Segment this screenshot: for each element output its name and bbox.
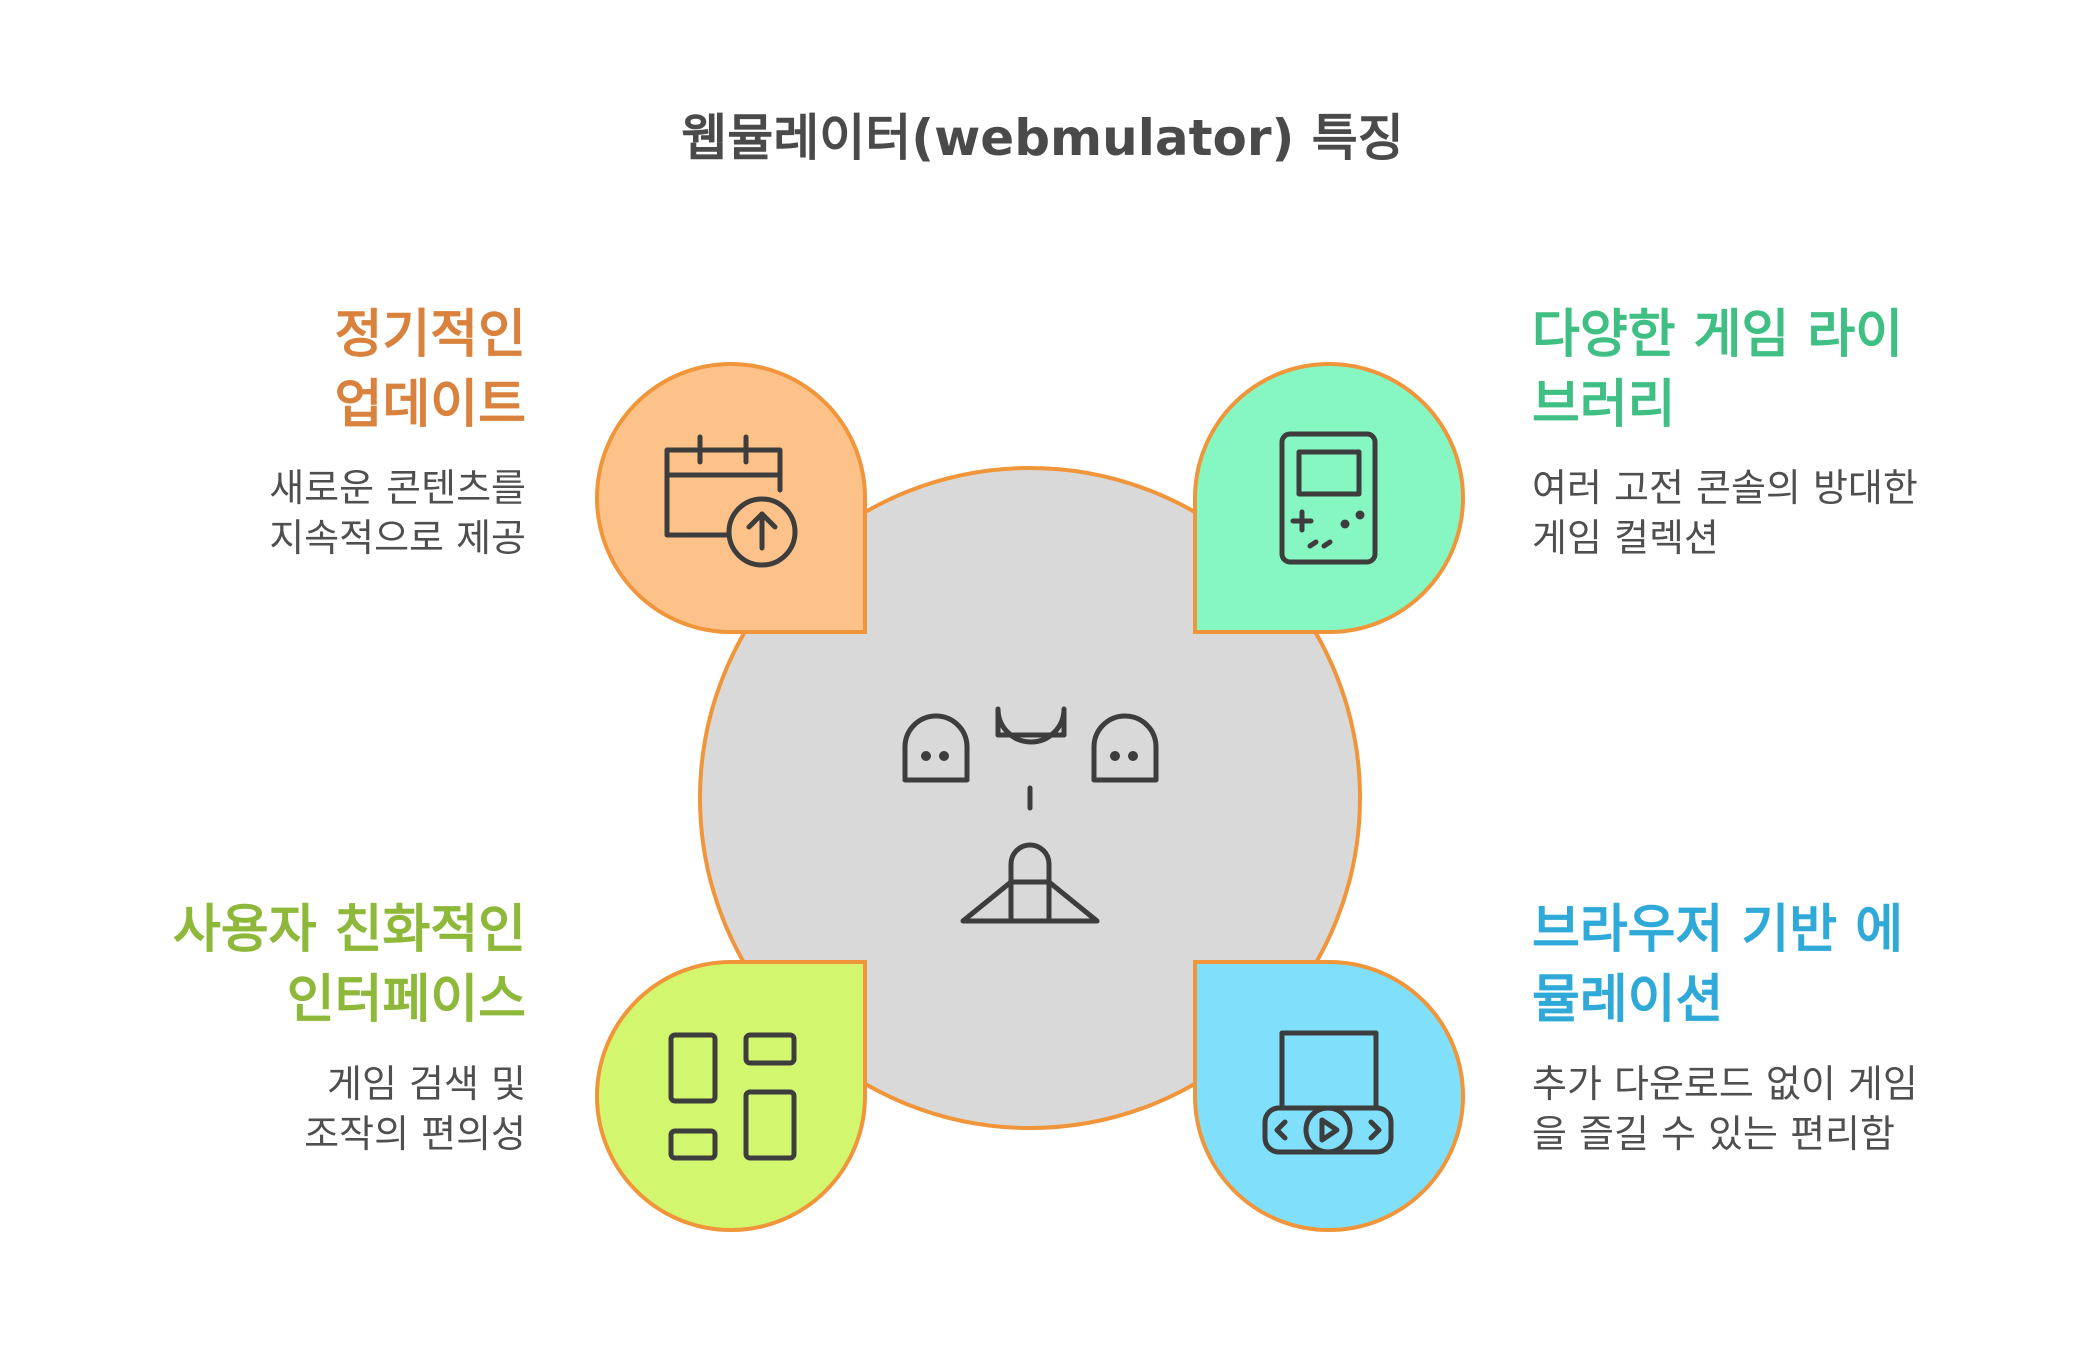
calendar-upload-icon [664, 434, 798, 568]
updates-description: 새로운 콘텐츠를 지속적으로 제공 [269, 466, 526, 560]
handheld-console-icon [1279, 431, 1378, 565]
interface-description: 게임 검색 및 조작의 편의성 [304, 1062, 526, 1156]
interface-title: 사용자 친화적인 인터페이스 [173, 900, 526, 1030]
library-title: 다양한 게임 라이 브러리 [1532, 305, 1904, 435]
layout-grid-icon [668, 1032, 797, 1161]
video-player-icon [1262, 1030, 1394, 1155]
library-teardrop [1193, 362, 1465, 634]
browser-description: 추가 다운로드 없이 게임 을 즐길 수 있는 편리함 [1532, 1062, 1918, 1156]
updates-title: 정기적인 업데이트 [334, 305, 526, 435]
interface-teardrop [595, 960, 867, 1232]
spaceship-with-ghosts-icon [902, 706, 1159, 924]
browser-teardrop [1193, 960, 1465, 1232]
diagram-title: 웹뮬레이터(webmulator) 특징 [681, 109, 1404, 167]
updates-teardrop [595, 362, 867, 634]
browser-title: 브라우저 기반 에 뮬레이션 [1532, 900, 1904, 1030]
library-description: 여러 고전 콘솔의 방대한 게임 컬렉션 [1532, 466, 1918, 560]
